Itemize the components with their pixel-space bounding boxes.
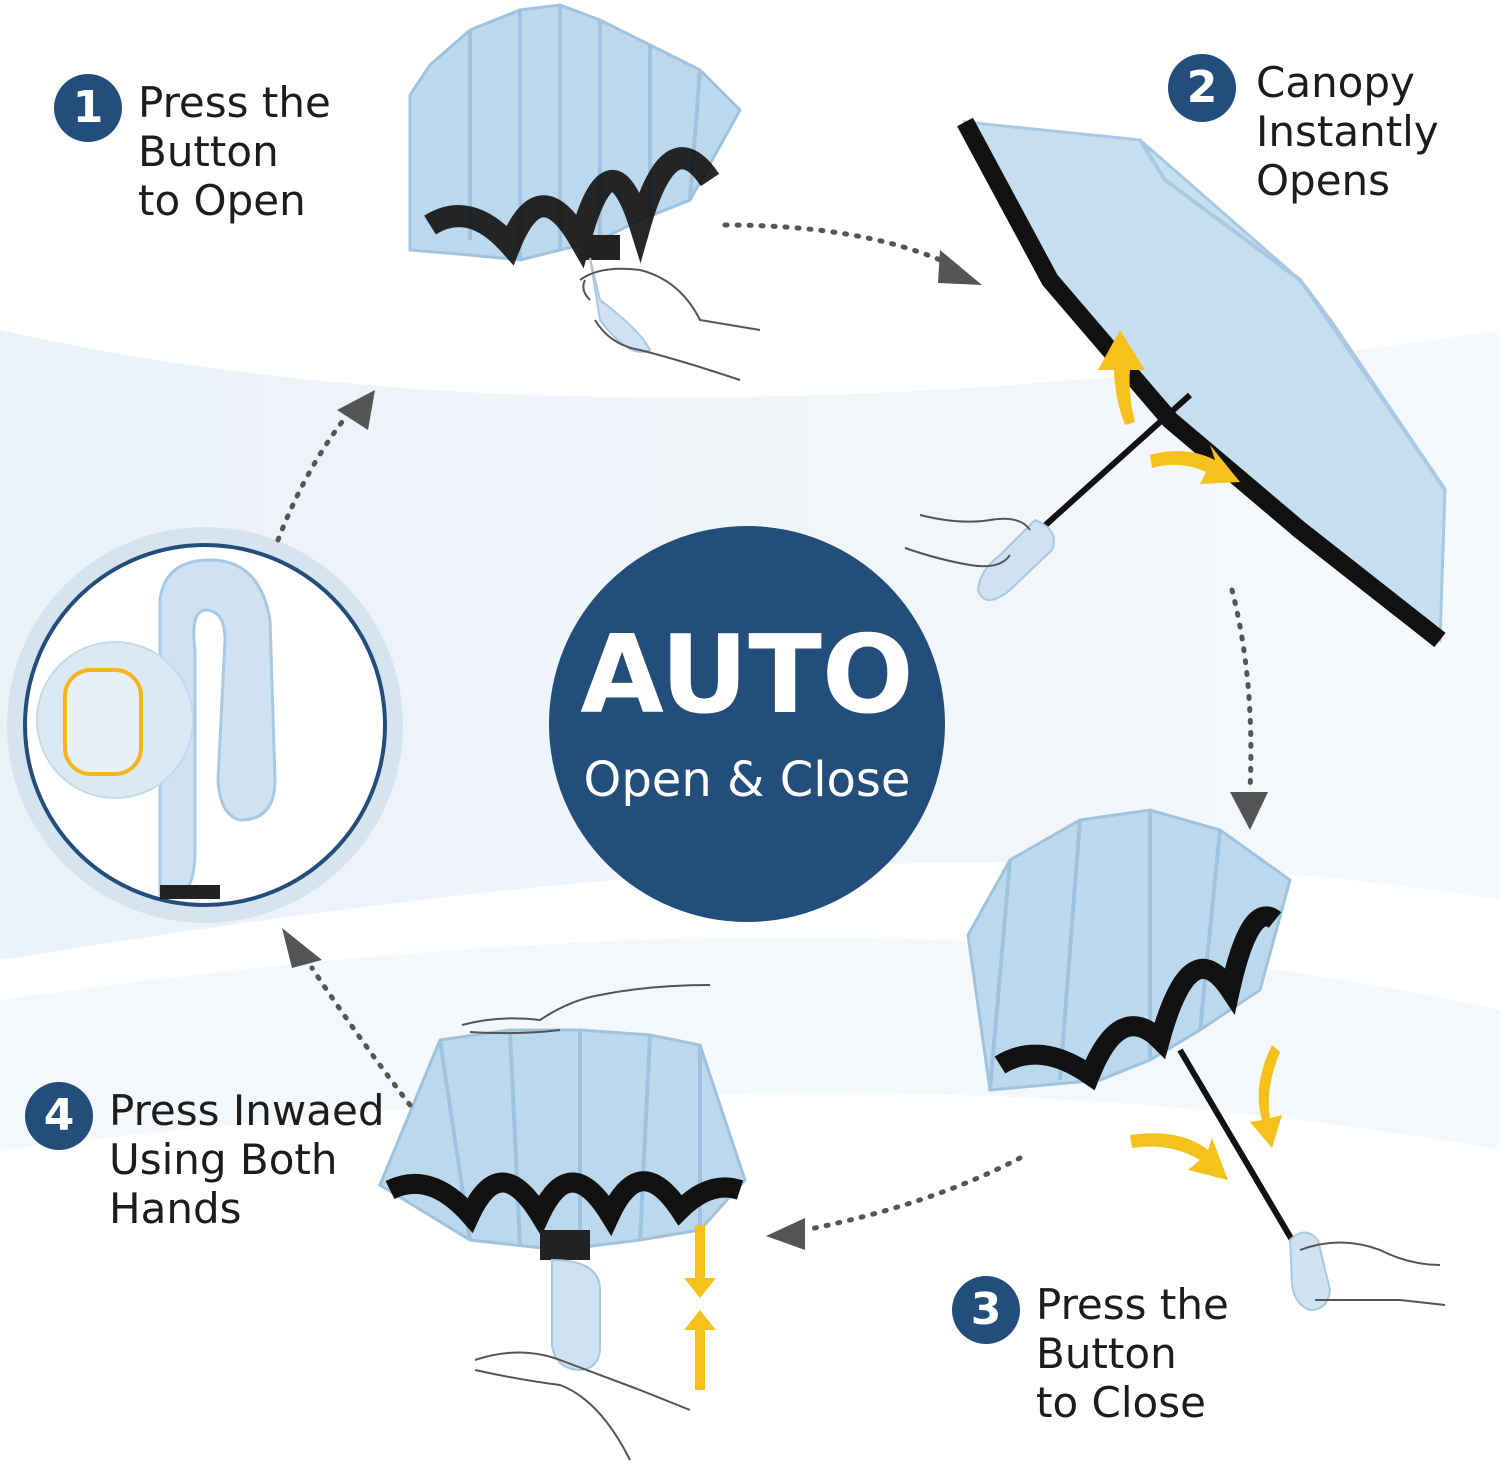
hand-icon	[461, 984, 711, 1461]
step-number-badge: 3	[952, 1276, 1020, 1344]
step-1: 1 Press the Button to Open	[54, 74, 331, 225]
badge-title: AUTO	[580, 613, 914, 738]
step-3: 3 Press the Button to Close	[952, 1276, 1229, 1427]
step-2: 2 Canopy Instantly Opens	[1168, 54, 1439, 205]
motion-arrow-icon	[684, 1225, 716, 1390]
motion-arrow-icon	[1098, 330, 1240, 484]
hand-icon	[1299, 1241, 1446, 1306]
auto-open-close-badge: AUTO Open & Close	[549, 526, 945, 922]
step-number-badge: 2	[1168, 54, 1236, 122]
step-number-badge: 1	[54, 74, 122, 142]
hand-icon	[579, 267, 761, 381]
step-label: Press the Button to Open	[138, 78, 331, 225]
flow-arrow-3-to-4	[802, 1155, 1023, 1233]
step-label: Press the Button to Close	[1036, 1280, 1229, 1427]
step-4: 4 Press Inwaed Using Both Hands	[25, 1082, 384, 1233]
step-label: Press Inwaed Using Both Hands	[109, 1086, 385, 1233]
badge-subtitle: Open & Close	[583, 752, 911, 808]
flow-arrow-1-to-2	[722, 222, 948, 265]
motion-arrow-icon	[1130, 1045, 1282, 1180]
flow-arrow-handle-to-1	[275, 415, 348, 543]
flow-arrow-4-to-handle	[309, 965, 413, 1108]
hand-icon	[904, 514, 1031, 568]
step-label: Canopy Instantly Opens	[1256, 58, 1439, 205]
flow-arrow-2-to-3	[1229, 587, 1254, 793]
step-number-badge: 4	[25, 1082, 93, 1150]
